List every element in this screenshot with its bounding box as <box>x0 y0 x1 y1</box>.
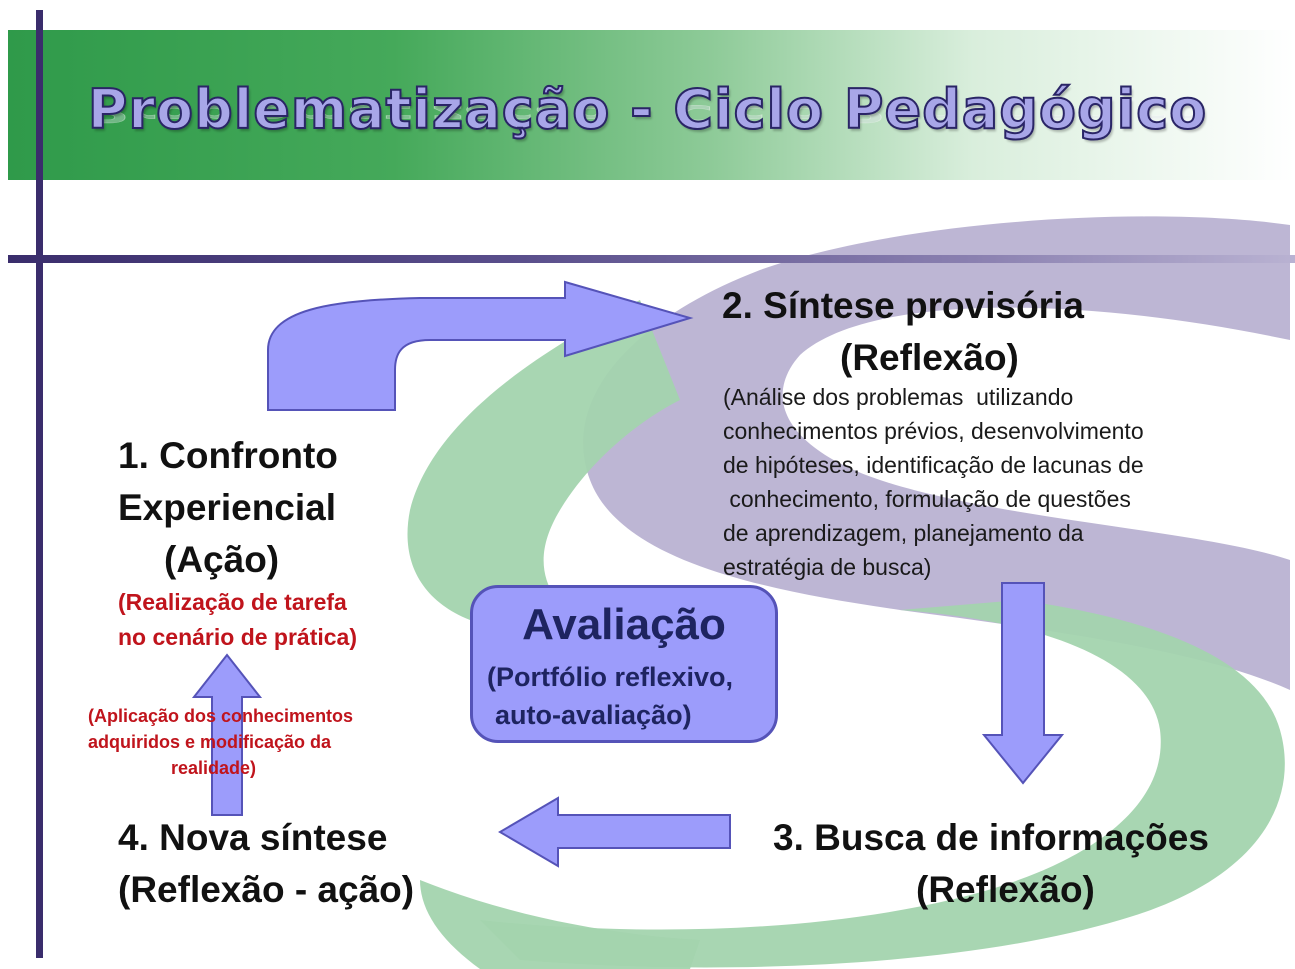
evaluation-subtitle: (Portfólio reflexivo, auto-avaliação) <box>487 658 733 734</box>
vertical-accent-line <box>36 10 43 958</box>
step4-line2: (Reflexão - ação) <box>118 868 415 910</box>
step2-desc-line: de aprendizagem, planejamento da <box>723 520 1084 546</box>
step1-heading: 1. Confronto Experiencial (Ação) <box>118 430 338 585</box>
step1-line3: (Ação) <box>164 538 280 580</box>
step1-note-line2: no cenário de prática) <box>118 624 358 650</box>
step4-heading: 4. Nova síntese (Reflexão - ação) <box>118 812 414 916</box>
step2-heading: 2. Síntese provisória (Reflexão) <box>722 280 1084 384</box>
evaluation-line1: (Portfólio reflexivo, <box>487 662 734 692</box>
step2-line1: 2. Síntese provisória <box>722 285 1084 326</box>
step4-note-line1: (Aplicação dos conhecimentos <box>88 706 354 726</box>
arrow-3-to-4 <box>498 796 731 868</box>
step4-note-line2: adquiridos e modificação da <box>88 732 332 752</box>
step4-note-line3: realidade) <box>171 758 257 778</box>
step4-line1: 4. Nova síntese <box>118 817 388 858</box>
step3-heading: 3. Busca de informações (Reflexão) <box>773 812 1209 916</box>
step1-note-line1: (Realização de tarefa <box>118 589 347 615</box>
evaluation-line2: auto-avaliação) <box>495 700 692 730</box>
step2-desc-line: estratégia de busca) <box>723 554 932 580</box>
horizontal-accent-line <box>8 255 1295 263</box>
step1-line1: 1. Confronto <box>118 435 338 476</box>
step2-line2: (Reflexão) <box>840 336 1019 378</box>
step2-desc-line: conhecimento, formulação de questões <box>723 486 1131 512</box>
step1-note: (Realização de tarefa no cenário de prát… <box>118 585 357 655</box>
step4-note: (Aplicação dos conhecimentos adquiridos … <box>88 703 353 781</box>
evaluation-title: Avaliação <box>522 600 726 649</box>
step1-line2: Experiencial <box>118 486 337 528</box>
arrow-2-to-3 <box>981 582 1065 785</box>
arrow-1-to-2 <box>267 280 694 411</box>
s-shape-green-lower <box>480 600 1285 968</box>
step2-desc-line: de hipóteses, identificação de lacunas d… <box>723 452 1144 478</box>
s-shape-green <box>407 300 680 640</box>
page-title: Problematização - Ciclo Pedagógico <box>87 77 1208 142</box>
step3-line2: (Reflexão) <box>916 868 1095 910</box>
step2-description: (Análise dos problemas utilizando conhec… <box>723 380 1144 584</box>
s-shape-purple <box>583 216 1290 690</box>
step2-desc-line: (Análise dos problemas utilizando <box>723 384 1074 410</box>
title-band <box>8 30 1295 180</box>
step3-line1: 3. Busca de informações <box>773 817 1209 858</box>
arrow-4-to-1 <box>191 653 263 816</box>
evaluation-box: Avaliação (Portfólio reflexivo, auto-ava… <box>470 585 778 743</box>
step2-desc-line: conhecimentos prévios, desenvolvimento <box>723 418 1144 444</box>
s-shape-green-tail <box>420 880 700 969</box>
